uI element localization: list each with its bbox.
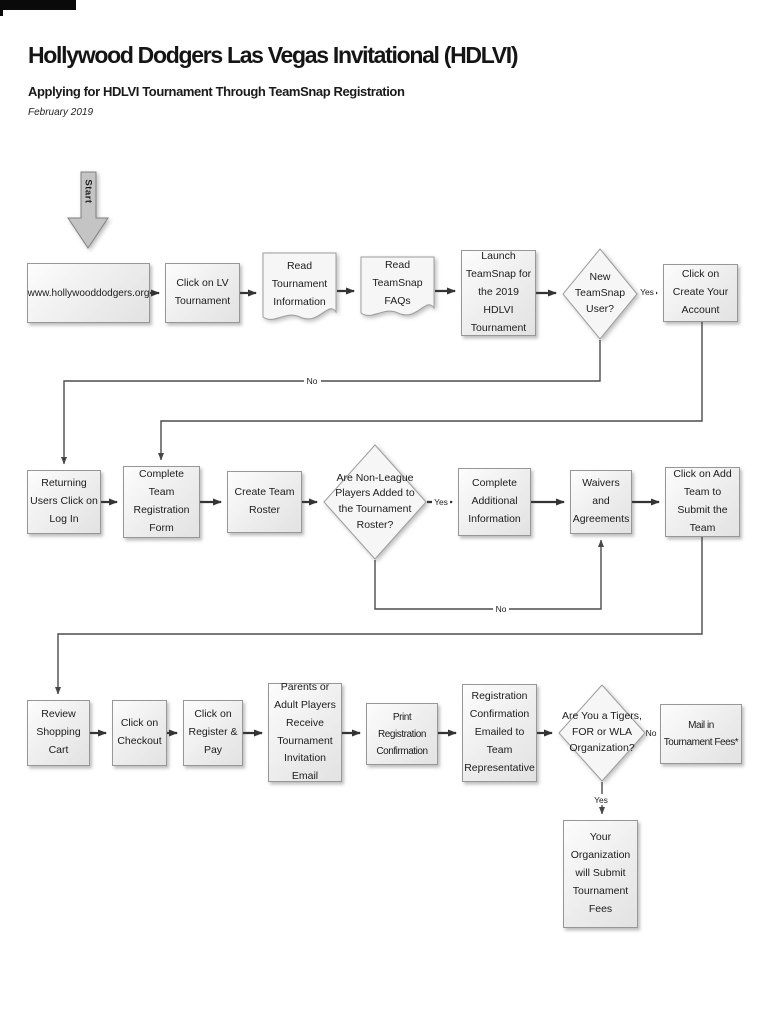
label-bg — [644, 727, 659, 739]
edge-createaccount-form — [158, 322, 703, 461]
page-title: Hollywood Dodgers Las Vegas Invitational… — [28, 42, 519, 68]
diamond-shape-icon — [323, 444, 427, 560]
node-website: www.hollywooddodgers.org — [27, 263, 150, 323]
decision-new-teamsnap-user: New TeamSnap User? — [562, 248, 638, 340]
label-bg — [432, 496, 450, 508]
label-bg — [638, 286, 656, 298]
node-waivers-agreements: Waivers and Agreements — [570, 470, 632, 534]
label-bg — [493, 603, 509, 615]
label-bg — [304, 375, 321, 387]
node-invitation-email: Parents or Adult Players Receive Tournam… — [268, 681, 342, 782]
diamond-shape-icon — [562, 248, 638, 340]
node-add-team-submit: Click on Add Team to Submit the Team — [665, 467, 740, 537]
scan-mark-top — [0, 0, 76, 10]
node-read-teamsnap-faqs: Read TeamSnap FAQs — [360, 256, 435, 326]
edge-addteam-cart — [55, 537, 703, 695]
node-additional-info: Complete Additional Information — [458, 468, 531, 536]
node-returning-users: Returning Users Click on Log In — [27, 470, 101, 534]
edge-newuser-no-returning — [61, 340, 601, 465]
node-mail-fees: Mail in Tournament Fees* — [660, 704, 742, 764]
node-read-tournament-information: Read Tournament Information — [262, 252, 337, 332]
decision-non-league-players: Are Non-League Players Added to the Tour… — [323, 444, 427, 560]
document-shape-icon — [262, 252, 337, 320]
decision-organization: Are You a Tigers, FOR or WLA Organizatio… — [558, 684, 646, 782]
edge-label-yes: Yes — [434, 497, 448, 507]
edge-nonleague-no-waivers — [374, 539, 604, 610]
diamond-shape-icon — [558, 684, 646, 782]
page-subtitle: Applying for HDLVI Tournament Through Te… — [28, 84, 405, 99]
edge-label-no: No — [646, 728, 657, 738]
edge-label-no: No — [307, 376, 318, 386]
node-click-lv-tournament: Click on LV Tournament — [165, 263, 240, 323]
document-shape-icon — [360, 256, 435, 316]
start-label: Start — [82, 179, 94, 204]
down-block-arrow-icon — [67, 171, 109, 249]
node-review-shopping-cart: Review Shopping Cart — [27, 700, 90, 766]
edge-label-yes: Yes — [594, 795, 608, 805]
node-emailed-confirmation: Registration Confirmation Emailed to Tea… — [462, 684, 537, 782]
edge-label-yes: Yes — [640, 287, 654, 297]
node-register-pay: Click on Register & Pay — [183, 700, 243, 766]
start-arrow: Start — [66, 170, 110, 250]
edge-label-no: No — [496, 604, 507, 614]
node-create-roster: Create Team Roster — [227, 471, 302, 533]
node-launch-teamsnap: Launch TeamSnap for the 2019 HDLVI Tourn… — [461, 250, 536, 336]
scan-mark-left — [0, 0, 3, 16]
node-create-account: Click on Create Your Account — [663, 264, 738, 322]
node-registration-form: Complete Team Registration Form — [123, 466, 200, 538]
node-print-confirmation: Print Registration Confirmation — [366, 703, 438, 765]
node-org-submits-fees: Your Organization will Submit Tournament… — [563, 820, 638, 928]
label-bg — [593, 794, 610, 805]
page-date: February 2019 — [28, 107, 94, 118]
node-click-checkout: Click on Checkout — [112, 700, 167, 766]
